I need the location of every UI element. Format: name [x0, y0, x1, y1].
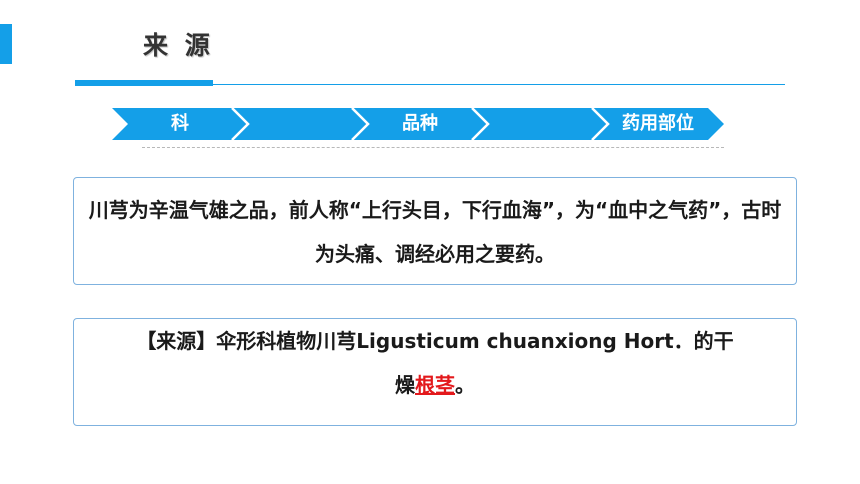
source-text-box: 【来源】伞形科植物川芎Ligusticum chuanxiong Hort．的干… [73, 318, 797, 426]
source-line-2-prefix: 燥 [395, 373, 415, 397]
intro-text-box: 川芎为辛温气雄之品，前人称“上行头目，下行血海”，为“血中之气药”，古时为头痛、… [73, 177, 797, 285]
source-line-1: 【来源】伞形科植物川芎Ligusticum chuanxiong Hort．的干 [136, 329, 734, 353]
chevron-step-5 [592, 108, 724, 140]
chevron-step-2 [232, 108, 368, 140]
chevron-divider-4 [591, 108, 610, 140]
chevron-divider-2 [351, 108, 370, 140]
chevron-shapes [112, 108, 724, 140]
process-step-medicinal-part: 药用部位 [622, 113, 694, 134]
process-step-4 [488, 108, 592, 140]
title-divider [75, 84, 785, 85]
intro-text: 川芎为辛温气雄之品，前人称“上行头目，下行血海”，为“血中之气药”，古时为头痛、… [88, 198, 782, 266]
process-step-variety: 品种 [402, 113, 438, 134]
chevron-step-3 [352, 108, 488, 140]
page-title: 来 源 [143, 31, 214, 60]
chevron-divider-3 [471, 108, 490, 140]
process-chevron-bar: 科 品种 药用部位 [112, 108, 724, 140]
process-dotted-divider [142, 147, 724, 148]
source-highlight-rhizome: 根茎 [415, 373, 455, 397]
source-line-2: 燥根茎。 [80, 363, 790, 407]
source-line-2-suffix: 。 [455, 373, 475, 397]
process-step-2 [248, 108, 352, 140]
chevron-step-4 [472, 108, 608, 140]
title-divider-accent [75, 80, 213, 86]
chevron-divider-1 [231, 108, 250, 140]
process-step-family: 科 [171, 113, 189, 134]
left-accent-bar [0, 24, 12, 64]
chevron-step-1 [112, 108, 248, 140]
